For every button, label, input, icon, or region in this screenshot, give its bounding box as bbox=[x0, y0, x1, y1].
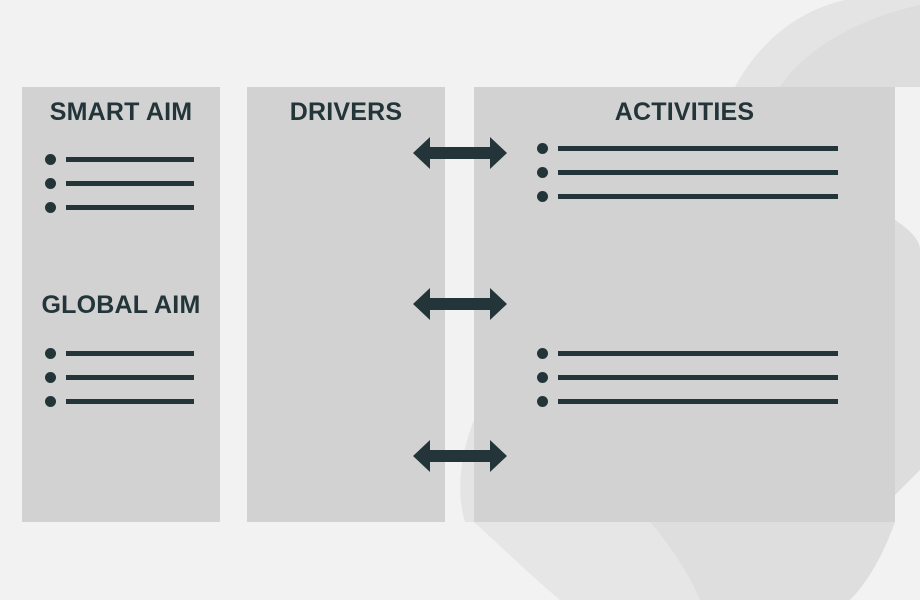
placeholder-text-line bbox=[66, 181, 194, 186]
placeholder-text-line bbox=[66, 205, 194, 210]
bullet-dot-icon bbox=[45, 348, 56, 359]
bullet-dot-icon bbox=[45, 372, 56, 383]
bullet-dot-icon bbox=[537, 372, 548, 383]
aims-panel: SMART AIM GLOBAL AIM bbox=[22, 87, 220, 522]
activities-panel: ACTIVITIES bbox=[474, 87, 895, 522]
double-arrow-icon bbox=[413, 288, 507, 320]
placeholder-text-line bbox=[66, 375, 194, 380]
drivers-panel: DRIVERS bbox=[247, 87, 445, 522]
placeholder-text-line bbox=[558, 170, 838, 175]
bullet-dot-icon bbox=[537, 167, 548, 178]
activities-heading: ACTIVITIES bbox=[614, 98, 755, 126]
global-aim-heading: GLOBAL AIM bbox=[41, 291, 201, 319]
smart-aim-heading: SMART AIM bbox=[49, 98, 193, 126]
bullet-dot-icon bbox=[537, 396, 548, 407]
double-arrow-icon bbox=[413, 440, 507, 472]
placeholder-text-line bbox=[558, 146, 838, 151]
placeholder-text-line bbox=[558, 351, 838, 356]
placeholder-text-line bbox=[66, 157, 194, 162]
bullet-dot-icon bbox=[45, 202, 56, 213]
placeholder-text-line bbox=[558, 194, 838, 199]
placeholder-text-line bbox=[66, 399, 194, 404]
placeholder-text-line bbox=[558, 375, 838, 380]
bullet-dot-icon bbox=[537, 143, 548, 154]
bullet-dot-icon bbox=[537, 348, 548, 359]
drivers-heading: DRIVERS bbox=[289, 98, 403, 126]
bullet-dot-icon bbox=[45, 178, 56, 189]
placeholder-text-line bbox=[558, 399, 838, 404]
double-arrow-icon bbox=[413, 137, 507, 169]
placeholder-text-line bbox=[66, 351, 194, 356]
bullet-dot-icon bbox=[45, 396, 56, 407]
bullet-dot-icon bbox=[537, 191, 548, 202]
bullet-dot-icon bbox=[45, 154, 56, 165]
